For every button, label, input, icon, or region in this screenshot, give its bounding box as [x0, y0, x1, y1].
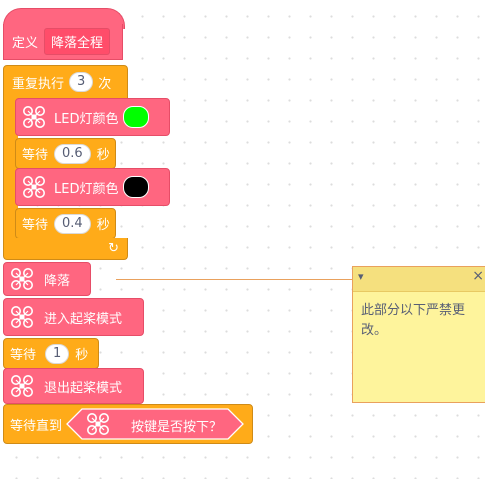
- comment-note[interactable]: ▾ × 此部分以下严禁更改。: [352, 266, 485, 403]
- wait-keyword-1: 等待: [22, 148, 49, 163]
- wait-keyword-2: 等待: [22, 218, 49, 233]
- comment-header[interactable]: ▾ ×: [353, 267, 485, 292]
- define-block[interactable]: 定义 降落全程: [3, 24, 123, 60]
- condition-slot[interactable]: [66, 408, 244, 440]
- led-label-black: LED灯颜色: [54, 181, 119, 197]
- collapse-icon[interactable]: ▾: [358, 270, 364, 283]
- wait-until-keyword: 等待直到: [10, 418, 63, 434]
- drone-icon: [10, 374, 34, 398]
- led-color-block-black[interactable]: LED灯颜色: [15, 168, 170, 206]
- wait-value-input-2[interactable]: 0.4: [54, 213, 91, 234]
- wait-until-block[interactable]: 等待直到 按键是否按下？: [3, 404, 253, 444]
- comment-text[interactable]: 此部分以下严禁更改。: [361, 303, 466, 338]
- repeat-suffix: 次: [98, 76, 112, 92]
- loop-arrow-icon: ↻: [108, 241, 119, 256]
- exit-mode-block[interactable]: 退出起桨模式: [3, 368, 144, 404]
- led-color-swatch-black[interactable]: [123, 176, 150, 198]
- led-label-green: LED灯颜色: [54, 111, 119, 127]
- land-block[interactable]: 降落: [3, 262, 91, 296]
- comment-link-line: [116, 279, 353, 280]
- repeat-count-input[interactable]: 3: [69, 72, 94, 92]
- land-label: 降落: [44, 273, 71, 289]
- enter-mode-block[interactable]: 进入起桨模式: [3, 298, 144, 336]
- wait-unit-1: 秒: [96, 148, 110, 163]
- repeat-block-bottom: ↻: [3, 238, 128, 260]
- wait-keyword-3: 等待: [10, 348, 37, 363]
- wait-value-input-1[interactable]: 0.6: [54, 143, 91, 164]
- drone-icon: [22, 105, 46, 129]
- wait-value-input-3[interactable]: 1: [45, 343, 70, 364]
- led-color-block-green[interactable]: LED灯颜色: [15, 98, 170, 136]
- repeat-block[interactable]: 重复执行 3 次: [3, 65, 128, 99]
- drone-icon: [22, 175, 46, 199]
- exit-mode-label: 退出起桨模式: [44, 380, 123, 396]
- repeat-keyword: 重复执行: [12, 76, 65, 92]
- define-keyword: 定义: [12, 36, 39, 51]
- enter-mode-label: 进入起桨模式: [44, 311, 123, 327]
- wait-block-3[interactable]: 等待 1 秒: [3, 338, 99, 369]
- drone-icon: [10, 267, 34, 291]
- define-name: 降落全程: [51, 36, 104, 51]
- condition-label: 按键是否按下？: [131, 420, 223, 435]
- close-icon[interactable]: ×: [472, 268, 484, 284]
- define-name-field[interactable]: 降落全程: [44, 28, 111, 55]
- repeat-block-arm: [3, 98, 18, 244]
- wait-block-2[interactable]: 等待 0.4 秒: [15, 208, 116, 239]
- wait-block-1[interactable]: 等待 0.6 秒: [15, 138, 116, 169]
- wait-unit-3: 秒: [75, 348, 89, 363]
- led-color-swatch-green[interactable]: [123, 106, 150, 128]
- wait-unit-2: 秒: [96, 218, 110, 233]
- drone-icon: [10, 305, 34, 329]
